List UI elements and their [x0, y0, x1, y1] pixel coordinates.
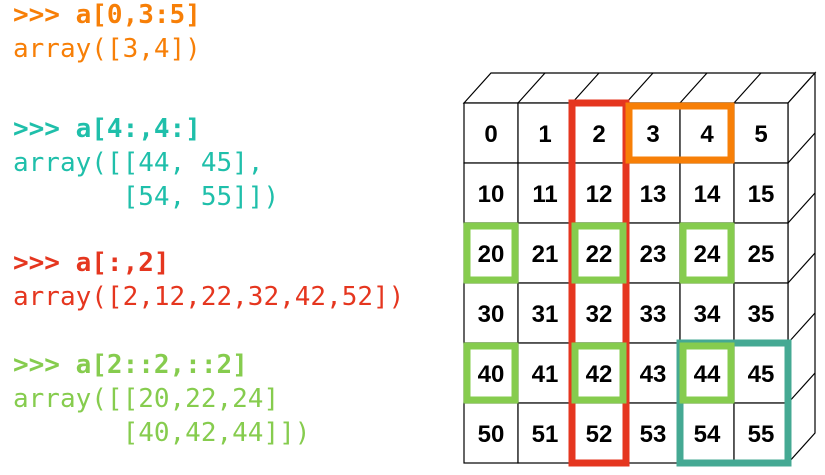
depth-line: [517, 72, 546, 104]
grid-cell: [571, 102, 627, 164]
cell-value: 54: [694, 421, 721, 448]
highlight-strided-cell: [571, 222, 627, 284]
depth-line: [571, 72, 600, 104]
prompt: >>> a[2::2,::2]: [13, 350, 248, 380]
cell-value: 33: [640, 301, 667, 328]
cell-value: 20: [478, 241, 505, 268]
highlight-strided-cell: [463, 222, 519, 284]
highlight-strided-cell: [463, 342, 519, 404]
grid-cell: [625, 402, 681, 464]
depth-line: [787, 132, 816, 164]
highlight-strided-cell: [679, 342, 735, 404]
cell-value: 11: [532, 181, 557, 208]
grid-cell: [517, 282, 573, 344]
cell-value: 4: [700, 121, 714, 148]
depth-line: [787, 372, 816, 404]
highlight-strided-cell: [679, 222, 735, 284]
result: [40,42,44]]): [13, 418, 311, 448]
grid-cell: [625, 162, 681, 224]
cell-value: 21: [532, 241, 559, 268]
cell-value: 52: [586, 421, 613, 448]
cell-value: 35: [748, 301, 775, 328]
cell-value: 0: [484, 121, 497, 148]
cell-value: 1: [538, 121, 551, 148]
grid-cell: [571, 222, 627, 284]
result: array([[44, 45],: [13, 148, 264, 178]
cell-value: 23: [640, 241, 667, 268]
depth-line: [787, 312, 816, 344]
depth-line: [733, 72, 762, 104]
prompt: >>> a[4:,4:]: [13, 114, 201, 144]
result: array([2,12,22,32,42,52]): [13, 282, 405, 312]
highlight-row0-cols3-4: [625, 102, 735, 164]
prompt: >>> a[0,3:5]: [13, 0, 201, 30]
result: array([3,4]): [13, 34, 201, 64]
cell-value: 41: [532, 361, 559, 388]
prompt: >>> a[:,2]: [13, 248, 170, 278]
highlight-strided-cell: [571, 342, 627, 404]
grid-cell: [571, 282, 627, 344]
example-column-slice: >>> a[:,2] array([2,12,22,32,42,52]): [13, 246, 404, 314]
cell-value: 34: [694, 301, 721, 328]
cell-value: 32: [586, 301, 613, 328]
grid-cell: [517, 402, 573, 464]
grid-cell: [625, 342, 681, 404]
cell-value: 51: [532, 421, 559, 448]
grid-cell: [733, 342, 789, 404]
grid-cell: [517, 162, 573, 224]
depth-line: [787, 252, 816, 284]
cell-value: 30: [478, 301, 505, 328]
result: [54, 55]]): [13, 182, 280, 212]
cell-value: 5: [754, 121, 767, 148]
grid-cell: [679, 342, 735, 404]
grid-cell: [733, 282, 789, 344]
cell-value: 50: [478, 421, 505, 448]
cell-value: 25: [748, 241, 775, 268]
grid-cell: [733, 222, 789, 284]
cell-value: 14: [694, 181, 721, 208]
cell-value: 53: [640, 421, 667, 448]
example-row-slice: >>> a[0,3:5] array([3,4]): [13, 0, 201, 66]
grid-cell: [679, 282, 735, 344]
depth-line: [679, 72, 708, 104]
cell-value: 10: [478, 181, 505, 208]
grid-cell: [625, 102, 681, 164]
example-corner-slice: >>> a[4:,4:] array([[44, 45], [54, 55]]): [13, 112, 279, 214]
grid-cell: [733, 402, 789, 464]
cell-value: 43: [640, 361, 667, 388]
cell-value: 31: [532, 301, 559, 328]
cell-value: 55: [748, 421, 775, 448]
cell-value: 13: [640, 181, 667, 208]
cell-value: 2: [592, 121, 605, 148]
result: array([[20,22,24]: [13, 384, 280, 414]
grid-cell: [733, 102, 789, 164]
cell-value: 15: [748, 181, 775, 208]
cell-value: 22: [586, 241, 613, 268]
cell-value: 42: [586, 361, 613, 388]
cell-value: 12: [586, 181, 613, 208]
cell-value: 40: [478, 361, 505, 388]
example-strided-slice: >>> a[2::2,::2]array([[20,22,24] [40,42,…: [13, 348, 310, 450]
cell-value: 44: [694, 361, 721, 388]
cell-value: 45: [748, 361, 775, 388]
depth-line: [787, 192, 816, 224]
grid-cell: [517, 342, 573, 404]
grid-cell: [463, 102, 519, 164]
cell-value: 24: [694, 241, 721, 268]
depth-line: [625, 72, 654, 104]
grid-cell: [517, 102, 573, 164]
cell-value: 3: [646, 121, 659, 148]
grid-cell: [679, 222, 735, 284]
